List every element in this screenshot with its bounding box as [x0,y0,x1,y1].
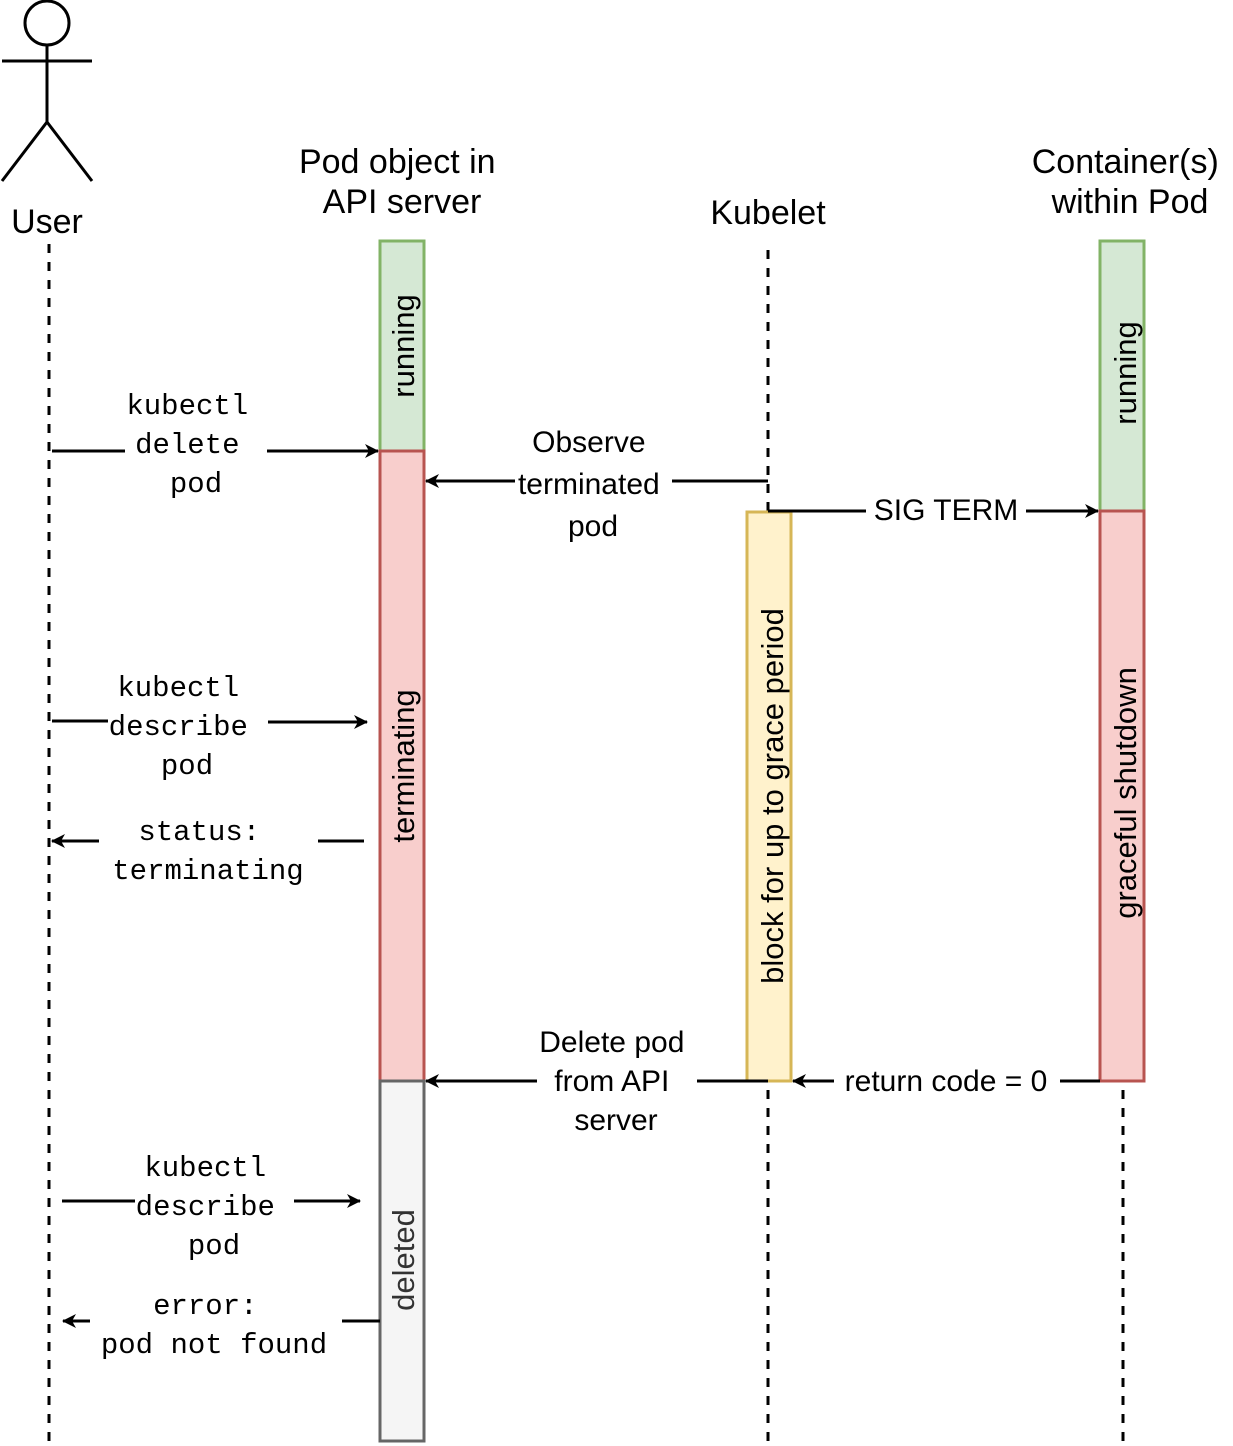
message-sig-term: SIG TERM [768,494,1099,527]
svg-text:kubectl delete pod: kubectl delete pod [126,390,265,501]
message-observe-terminated-pod: Observe terminated pod [425,426,768,543]
svg-text:return code = 0: return code = 0 [845,1065,1048,1098]
container-state-graceful-shutdown: graceful shutdown [1098,509,1146,1083]
svg-text:terminating: terminating [386,689,421,842]
api-state-terminating: terminating [378,449,426,1083]
svg-text:kubectl describe p: kubectl describe pod [109,672,266,783]
svg-text:kubectl describe p: kubectl describe pod [136,1152,293,1263]
message-kubectl-delete-pod: kubectl delete pod [52,390,379,501]
svg-text:deleted: deleted [386,1209,421,1311]
svg-text:Delete pod from API: Delete pod from API server [539,1026,692,1137]
participant-api-label: Pod object in API server [299,143,505,221]
svg-text:Observe terminated: Observe terminated pod [518,426,668,543]
kubelet-state-block: block for up to grace period [745,510,793,1083]
participant-kubelet-label: Kubelet [710,194,826,232]
message-kubectl-describe-pod-1: kubectl describe pod [52,672,368,783]
svg-text:block for up to grace period: block for up to grace period [755,608,790,984]
message-kubectl-describe-pod-2: kubectl describe pod [62,1152,361,1263]
api-state-running: running [378,239,426,453]
svg-text:status: terminating: status: terminating [112,816,303,888]
api-state-deleted: deleted [378,1079,426,1443]
message-status-terminating: status: terminating [51,816,364,888]
svg-text:running: running [1108,321,1143,424]
message-error-pod-not-found: error: pod not found [62,1290,380,1362]
container-state-running: running [1098,239,1146,513]
participant-container-label: Container(s) within Pod [1032,143,1229,221]
svg-text:graceful shutdown: graceful shutdown [1108,667,1143,919]
user-actor-icon [0,0,94,182]
svg-text:SIG TERM: SIG TERM [874,494,1018,527]
svg-text:running: running [386,294,421,397]
participant-user-label: User [11,203,83,241]
message-delete-pod-from-api-server: Delete pod from API server [425,1026,768,1137]
message-return-code: return code = 0 [792,1065,1100,1098]
svg-text:error: pod not found: error: pod not found [101,1290,327,1362]
